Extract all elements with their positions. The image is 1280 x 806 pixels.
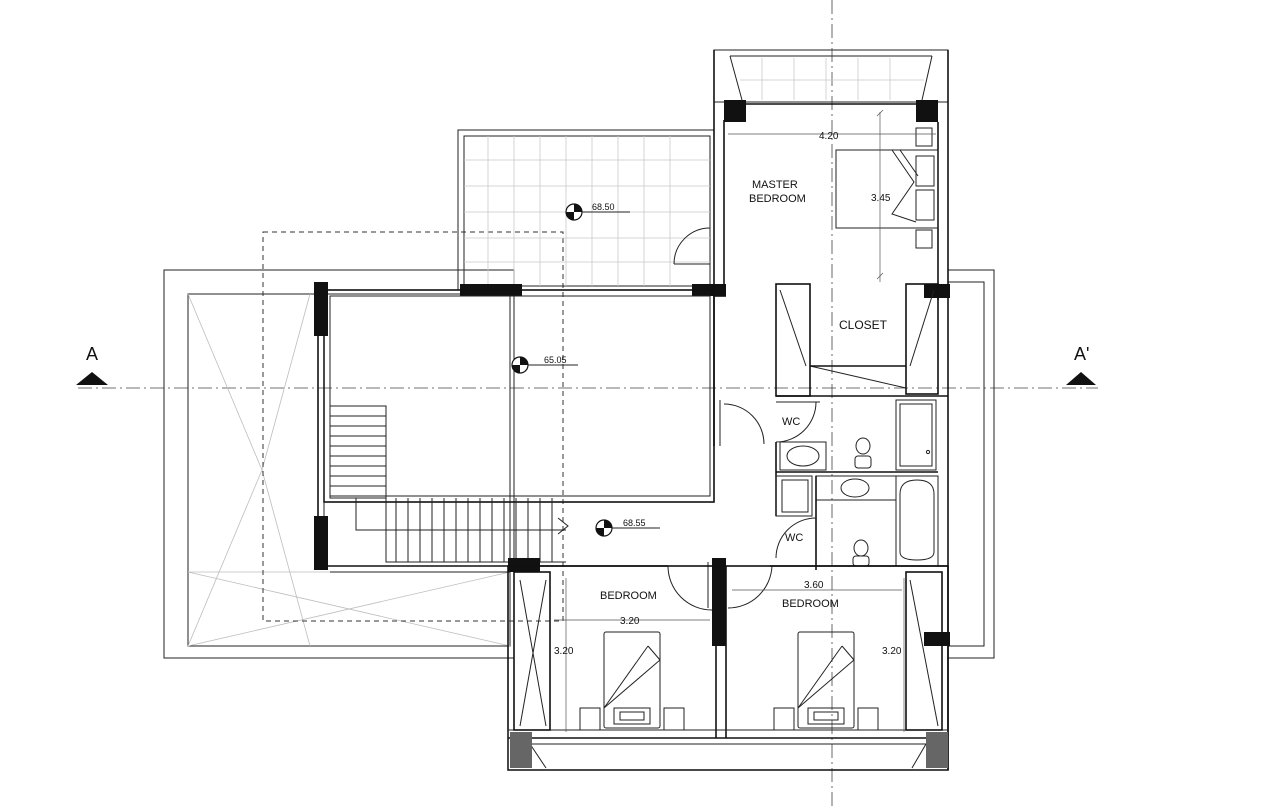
room-label-master-line2: BEDROOM xyxy=(749,193,806,205)
roof-left-wing xyxy=(163,231,564,659)
room-label-bedroom-right: BEDROOM xyxy=(782,598,839,610)
section-marker-right: A' xyxy=(1066,344,1096,385)
roof-right-edge xyxy=(947,269,995,659)
level-label-void: 65.05 xyxy=(544,355,567,365)
section-label-left: A xyxy=(86,344,98,364)
dim-master-width: 4.20 xyxy=(819,131,839,142)
section-label-right: A' xyxy=(1074,344,1089,364)
section-marker-left: A xyxy=(76,344,108,385)
top-balcony xyxy=(713,49,949,122)
void-area xyxy=(314,282,765,570)
axis-lines xyxy=(78,0,1098,806)
room-label-bedroom-left: BEDROOM xyxy=(600,590,657,602)
dim-master-depth: 3.45 xyxy=(871,193,891,204)
level-marker-hall: 68.55 xyxy=(595,518,660,537)
dim-bedroom-right-depth: 3.20 xyxy=(882,646,902,657)
terrace xyxy=(457,129,726,296)
staircase xyxy=(324,405,668,573)
closet xyxy=(775,283,948,443)
level-marker-terrace: 68.50 xyxy=(565,202,630,221)
room-label-closet: CLOSET xyxy=(839,318,888,332)
dim-bedroom-left-depth: 3.20 xyxy=(554,646,574,657)
dim-bedroom-right-width: 3.60 xyxy=(804,580,824,591)
level-marker-void: 65.05 xyxy=(511,355,578,374)
dim-bedroom-left-width: 3.20 xyxy=(620,616,640,627)
lower-bedrooms xyxy=(507,565,949,771)
level-label-terrace: 68.50 xyxy=(592,202,615,212)
master-bedroom xyxy=(728,109,939,282)
hall xyxy=(508,558,773,646)
room-label-wc-upper: WC xyxy=(782,416,800,428)
level-label-hall: 68.55 xyxy=(623,518,646,528)
room-label-wc-lower: WC xyxy=(785,532,803,544)
room-label-master-line1: MASTER xyxy=(752,179,798,191)
